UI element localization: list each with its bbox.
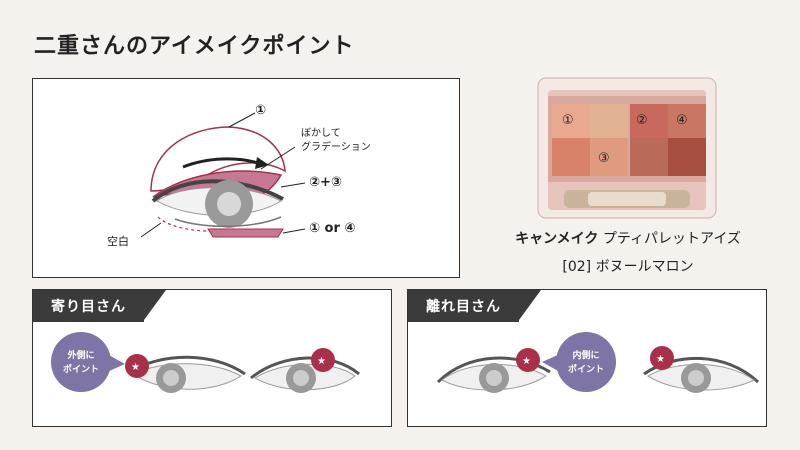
yori-bubble-line1: 外側に	[67, 351, 95, 361]
pan-1	[552, 104, 590, 138]
hanare-me-panel: 離れ目さん ★ ★ 内側に ポイント	[407, 289, 767, 427]
svg-text:★: ★	[656, 354, 665, 365]
pan-label-1: ①	[562, 113, 574, 128]
pan-label-2: ②	[636, 113, 648, 128]
hanare-eyes: ★ ★	[436, 332, 760, 393]
pan-label-4: ④	[676, 113, 688, 128]
yori-bubble-line2: ポイント	[62, 365, 99, 375]
lower-liner-region	[207, 228, 284, 238]
label-region-1: ①	[255, 103, 267, 118]
product-name: キャンメイク プティパレットアイズ	[478, 228, 778, 248]
pan-6	[668, 138, 706, 176]
label-region-2-3: ②+③	[309, 175, 342, 190]
pupil-highlight	[217, 192, 241, 216]
label-gradation-1: ぼかして	[301, 128, 341, 139]
svg-text:★: ★	[522, 356, 531, 367]
hanare-bubble-line2: ポイント	[567, 365, 604, 375]
svg-text:★: ★	[131, 362, 140, 373]
label-region-1-or-4: ① or ④	[309, 221, 356, 236]
pan-4	[668, 104, 706, 138]
yori-bubble	[51, 332, 111, 392]
pan-3	[590, 138, 628, 176]
eyeshadow-palette: ① ② ④ ③	[537, 77, 717, 219]
label-gradation-2: グラデーション	[301, 142, 371, 153]
label-blank: 空白	[107, 235, 129, 248]
svg-text:★: ★	[317, 356, 326, 367]
blank-area-outline	[157, 216, 209, 232]
product-line: プティパレットアイズ	[602, 231, 741, 247]
pan-3a	[552, 138, 590, 176]
main-eye-diagram: ① ぼかして グラデーション ②+③ ① or ④ 空白	[32, 78, 460, 278]
pan-5	[630, 138, 668, 176]
product-shade: [02] ボヌールマロン	[562, 259, 694, 275]
page-title: 二重さんのアイメイクポイント	[34, 34, 355, 59]
gradation-arrow	[182, 157, 259, 169]
pan-1b	[590, 104, 628, 138]
hanare-me-header: 離れ目さん	[408, 290, 541, 322]
hanare-bubble-line1: 内側に	[572, 351, 600, 361]
yori-me-header: 寄り目さん	[33, 290, 166, 322]
pan-label-3: ③	[598, 151, 610, 166]
upper-lid	[151, 179, 284, 203]
pan-2	[630, 104, 668, 138]
hanare-bubble	[556, 332, 616, 392]
yori-me-panel: 寄り目さん ★ ★ 外側に ポイント	[32, 289, 392, 427]
product-brand: キャンメイク	[515, 231, 599, 247]
eye-illustration	[140, 112, 306, 238]
yori-eyes: ★ ★	[51, 332, 360, 393]
